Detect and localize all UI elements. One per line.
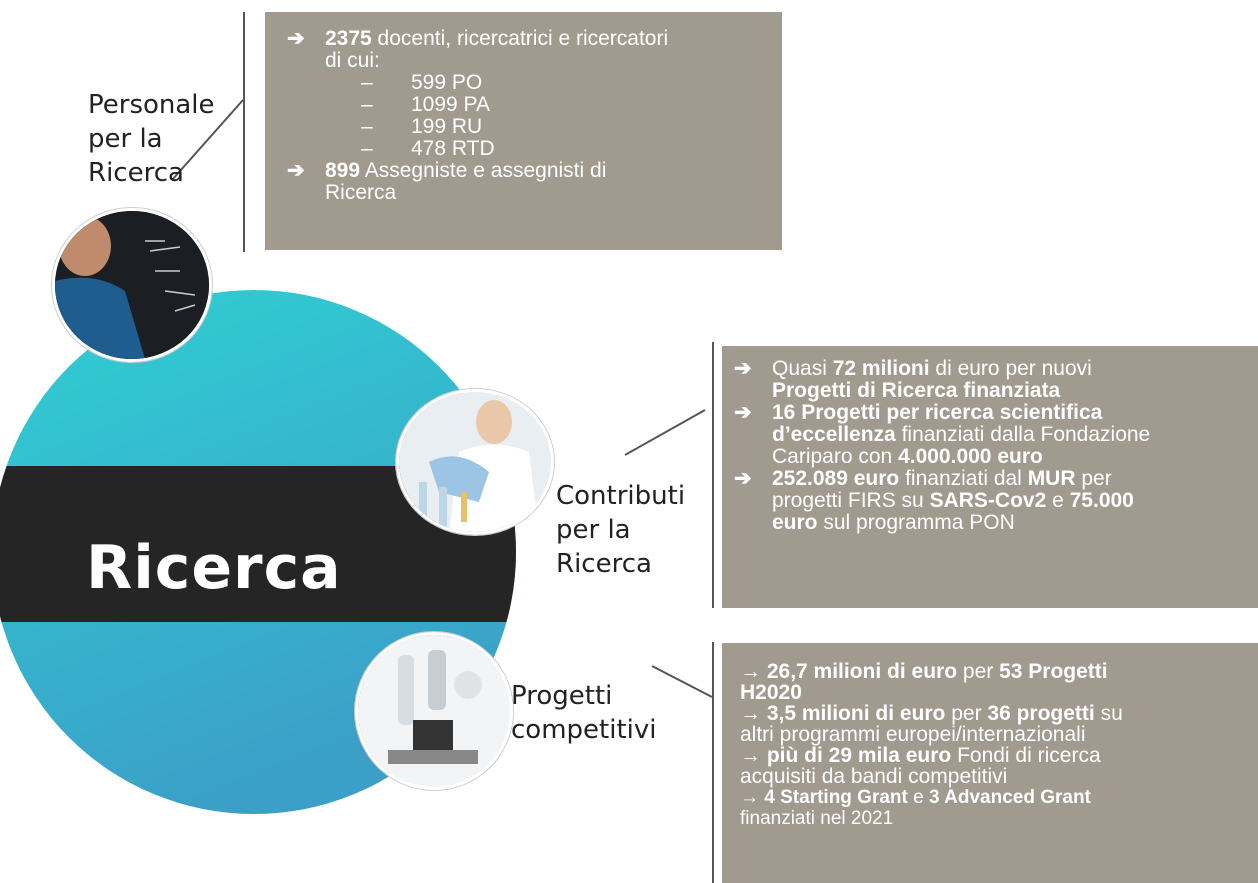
p1-amount: 26,7 milioni di euro	[766, 660, 958, 683]
lab-scientist-photo	[396, 389, 554, 535]
c3-mid2: per	[1075, 467, 1112, 490]
p2-mid: per	[945, 702, 988, 725]
assegnisti-cont: Ricerca	[325, 181, 397, 204]
progetti-item-3: → più di 29 mila euro Fondi di ricerca a…	[740, 745, 1248, 787]
progetti-item-1: → 26,7 milioni di euro per 53 Progetti H…	[740, 661, 1248, 703]
dash-icon: –	[361, 137, 373, 160]
p4-cont: finanziati nel 2021	[740, 808, 894, 829]
arrow-icon: →	[740, 744, 761, 767]
dash-icon: –	[361, 71, 373, 94]
sub-item: – 199 RU	[287, 116, 762, 138]
p3-end: Fondi di ricerca	[951, 744, 1101, 767]
label-contributi: Contributi per la Ricerca	[556, 479, 685, 581]
contributi-item-2: ➔ 16 Progetti per ricerca scientifica d’…	[734, 402, 1248, 468]
progetti-item-4: → 4 Starting Grant e 3 Advanced Grant fi…	[740, 787, 1248, 829]
sub-item-text: 1099 PA	[411, 93, 491, 116]
box-progetti: → 26,7 milioni di euro per 53 Progetti H…	[722, 643, 1258, 883]
arrow-icon: ➔	[287, 159, 305, 182]
arrow-icon: →	[740, 660, 761, 683]
center-title: Ricerca	[86, 533, 342, 603]
label-personale-line1: Personale	[88, 90, 215, 120]
c3-euro: euro	[772, 511, 818, 534]
label-personale: Personale per la Ricerca	[88, 88, 215, 190]
arrow-icon: →	[740, 702, 761, 725]
c3-amount2: 75.000	[1069, 489, 1134, 512]
leader-progetti	[651, 665, 713, 698]
leader-personale	[171, 99, 244, 181]
label-personale-line3: Ricerca	[88, 158, 184, 188]
arrow-icon: ➔	[734, 401, 752, 424]
label-contributi-line3: Ricerca	[556, 549, 652, 579]
divider-personale	[243, 12, 245, 252]
personale-subhead: di cui:	[287, 50, 762, 72]
sub-item: – 478 RTD	[287, 138, 762, 160]
personale-item-2: ➔ 899 Assegniste e assegnisti di	[287, 160, 762, 182]
arrow-icon: ➔	[734, 357, 752, 380]
p3-amount: più di 29 mila euro	[766, 744, 952, 767]
sub-item-text: 599 PO	[411, 71, 483, 94]
label-contributi-line1: Contributi	[556, 481, 686, 511]
sub-item-text: 199 RU	[411, 115, 483, 138]
c3-mid1: finanziati dal	[899, 467, 1028, 490]
box-personale: ➔ 2375 docenti, ricercatrici e ricercato…	[265, 12, 782, 250]
p1-mid: per	[957, 660, 1000, 683]
label-progetti-line2: competitivi	[511, 715, 657, 745]
arrow-icon: ➔	[734, 467, 752, 490]
sub-item-text: 478 RTD	[411, 137, 495, 160]
arrow-icon: →	[740, 787, 759, 808]
personale-item-1: ➔ 2375 docenti, ricercatrici e ricercato…	[287, 28, 762, 50]
c1-pre: Quasi	[772, 357, 833, 380]
c2-mid: finanziati dalla Fondazione	[895, 423, 1151, 446]
microscope-photo	[355, 632, 513, 790]
c2-amount: 4.000.000 euro	[898, 445, 1043, 468]
p3-cont: acquisiti da bandi competitivi	[740, 765, 1008, 788]
progetti-item-2: → 3,5 milioni di euro per 36 progetti su…	[740, 703, 1248, 745]
personale-item-2-cont: Ricerca	[287, 182, 762, 204]
c2-excellence: d’eccellenza	[772, 423, 896, 446]
teacher-photo	[52, 208, 212, 362]
c1-amount: 72 milioni	[832, 357, 930, 380]
box-contributi: ➔ Quasi 72 milioni di euro per nuovi Pro…	[722, 346, 1258, 608]
assegnisti-count: 899	[325, 159, 361, 182]
c3-sars: SARS-Cov2	[929, 489, 1047, 512]
c3-amount: 252.089 euro	[772, 467, 900, 490]
personale-count: 2375	[325, 27, 372, 50]
c3-end: sul programma PON	[817, 511, 1015, 534]
sub-item: – 1099 PA	[287, 94, 762, 116]
c3-mid3: e	[1046, 489, 1070, 512]
p2-end: su	[1094, 702, 1123, 725]
personale-desc: docenti, ricercatrici e ricercatori	[371, 27, 669, 50]
p1-projects: 53 Progetti	[999, 660, 1108, 683]
divider-contributi	[712, 342, 714, 608]
c3-mur: MUR	[1027, 467, 1076, 490]
leader-contributi	[624, 409, 706, 456]
contributi-item-3: ➔ 252.089 euro finanziati dal MUR per pr…	[734, 468, 1248, 534]
c3-pre2: progetti FIRS su	[772, 489, 930, 512]
p1-h2020: H2020	[740, 681, 802, 704]
label-progetti: Progetti competitivi	[511, 679, 656, 747]
arrow-icon: ➔	[287, 27, 305, 50]
p2-amount: 3,5 milioni di euro	[766, 702, 946, 725]
p2-projects: 36 progetti	[987, 702, 1095, 725]
personale-dicui: di cui:	[325, 49, 380, 72]
c1-projects: Progetti di Ricerca finanziata	[772, 379, 1061, 402]
contributi-item-1: ➔ Quasi 72 milioni di euro per nuovi Pro…	[734, 358, 1248, 402]
c1-mid: di euro per nuovi	[929, 357, 1092, 380]
label-contributi-line2: per la	[556, 515, 631, 545]
sub-item: – 599 PO	[287, 72, 762, 94]
p2-cont: altri programmi europei/internazionali	[740, 723, 1086, 746]
p4-advanced: 3 Advanced Grant	[928, 787, 1091, 808]
c2-title: 16 Progetti per ricerca scientifica	[772, 401, 1103, 424]
label-personale-line2: per la	[88, 124, 163, 154]
dash-icon: –	[361, 93, 373, 116]
label-progetti-line1: Progetti	[511, 681, 613, 711]
p4-mid: e	[907, 787, 929, 808]
c2-pre: Cariparo con	[772, 445, 899, 468]
assegnisti-desc: Assegniste e assegnisti di	[360, 159, 607, 182]
p4-starting: 4 Starting Grant	[764, 787, 908, 808]
divider-progetti	[712, 642, 714, 883]
dash-icon: –	[361, 115, 373, 138]
